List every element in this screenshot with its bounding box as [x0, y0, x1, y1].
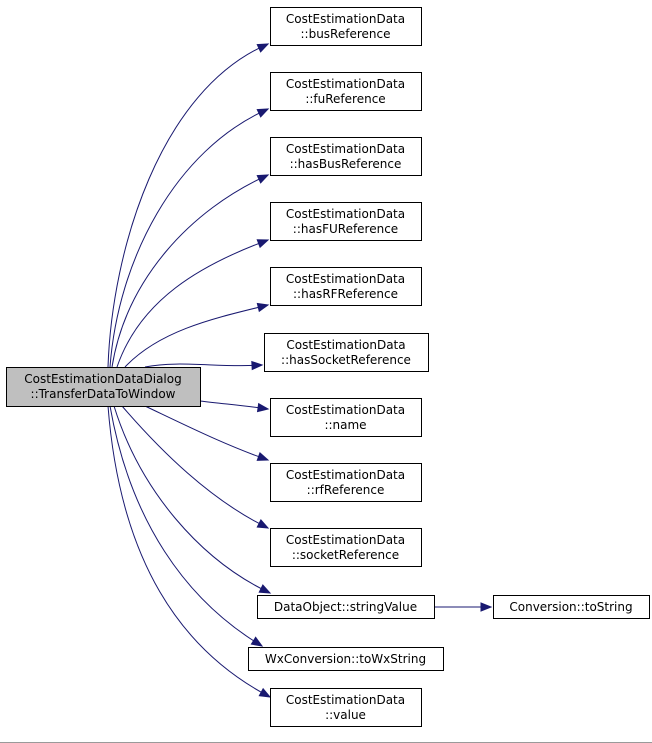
edge-to-fu-ref-arrowhead	[256, 108, 270, 118]
node-has-fu-ref-box	[270, 202, 422, 241]
edge-to-socket-ref-arrowhead	[256, 519, 270, 529]
node-to-string[interactable]: Conversion::toString	[493, 595, 650, 619]
node-has-socket-ref[interactable]: CostEstimationData::hasSocketReference	[264, 333, 429, 372]
node-to-wx-string-box	[248, 647, 444, 671]
edge-to-string-value-line	[113, 405, 271, 594]
edge-to-has-socket-ref-line	[144, 363, 263, 368]
edge-to-fu-ref	[109, 108, 270, 368]
node-string-value-label-1: DataObject::stringValue	[274, 600, 417, 614]
node-bus-ref-label-2: ::busReference	[301, 27, 391, 41]
edge-to-to-string	[434, 602, 493, 612]
node-name-label-1: CostEstimationData	[286, 403, 405, 417]
node-fu-ref-box	[270, 72, 422, 111]
node-value-box	[270, 688, 422, 727]
node-root-transfer-data-to-window[interactable]: CostEstimationDataDialog::TransferDataTo…	[6, 367, 201, 407]
edge-to-has-rf-ref-arrowhead	[256, 302, 270, 313]
edge-to-has-socket-ref	[144, 360, 264, 371]
node-has-socket-ref-box	[264, 333, 429, 372]
edge-to-to-wx-string	[109, 405, 264, 647]
node-value[interactable]: CostEstimationData::value	[270, 688, 422, 727]
edge-to-name	[199, 400, 270, 413]
edge-to-string-value	[113, 405, 272, 594]
edge-to-name-arrowhead	[256, 402, 270, 413]
node-fu-ref[interactable]: CostEstimationData::fuReference	[270, 72, 422, 111]
edge-to-has-socket-ref-arrowhead	[251, 360, 264, 371]
edge-to-socket-ref	[121, 405, 270, 529]
node-has-socket-ref-label-1: CostEstimationData	[286, 338, 405, 352]
node-to-string-box	[493, 595, 650, 619]
node-rf-ref-box	[270, 463, 422, 502]
edge-to-value	[107, 405, 272, 698]
node-name-box	[270, 398, 422, 437]
node-to-wx-string[interactable]: WxConversion::toWxString	[248, 647, 444, 671]
edge-to-has-fu-ref	[116, 239, 270, 368]
node-to-wx-string-label-1: WxConversion::toWxString	[265, 652, 426, 666]
node-name[interactable]: CostEstimationData::name	[270, 398, 422, 437]
node-bus-ref-box	[270, 7, 422, 46]
node-has-fu-ref-label-2: ::hasFUReference	[293, 222, 398, 236]
node-bus-ref[interactable]: CostEstimationData::busReference	[270, 7, 422, 46]
node-string-value[interactable]: DataObject::stringValue	[257, 595, 435, 619]
edge-to-socket-ref-line	[121, 405, 269, 529]
edge-to-bus-ref-line	[107, 43, 269, 368]
edge-to-rf-ref-line	[144, 405, 269, 461]
node-socket-ref-label-2: ::socketReference	[292, 548, 399, 562]
edge-to-value-line	[107, 405, 271, 698]
edge-to-string-value-arrowhead	[258, 584, 272, 594]
edge-to-has-rf-ref-line	[124, 304, 269, 368]
node-has-bus-ref-label-1: CostEstimationData	[286, 142, 405, 156]
node-name-label-2: ::name	[324, 418, 366, 432]
edge-to-rf-ref-arrowhead	[256, 451, 270, 461]
node-has-rf-ref-label-2: ::hasRFReference	[293, 287, 398, 301]
node-fu-ref-label-2: ::fuReference	[305, 92, 385, 106]
node-has-rf-ref-box	[270, 267, 422, 306]
edge-to-bus-ref	[107, 43, 270, 368]
call-edges	[107, 43, 493, 698]
node-has-bus-ref-label-2: ::hasBusReference	[290, 157, 402, 171]
node-has-socket-ref-label-2: ::hasSocketReference	[281, 353, 411, 367]
node-rf-ref[interactable]: CostEstimationData::rfReference	[270, 463, 422, 502]
node-root-transfer-data-to-window-label-2: ::TransferDataToWindow	[31, 387, 176, 401]
node-has-fu-ref[interactable]: CostEstimationData::hasFUReference	[270, 202, 422, 241]
node-has-fu-ref-label-1: CostEstimationData	[286, 207, 405, 221]
edge-to-has-fu-ref-arrowhead	[256, 239, 270, 249]
node-root-transfer-data-to-window-box	[6, 367, 201, 407]
node-value-label-1: CostEstimationData	[286, 693, 405, 707]
edge-to-to-wx-string-arrowhead	[250, 636, 264, 647]
node-has-rf-ref[interactable]: CostEstimationData::hasRFReference	[270, 267, 422, 306]
call-nodes: CostEstimationDataDialog::TransferDataTo…	[6, 7, 650, 727]
node-socket-ref[interactable]: CostEstimationData::socketReference	[270, 528, 422, 567]
edge-to-has-bus-ref-line	[111, 174, 269, 368]
edge-to-has-fu-ref-line	[116, 239, 269, 368]
node-socket-ref-label-1: CostEstimationData	[286, 533, 405, 547]
edge-to-bus-ref-arrowhead	[256, 43, 270, 53]
node-value-label-2: ::value	[325, 708, 366, 722]
edge-to-has-rf-ref	[124, 302, 270, 368]
node-socket-ref-box	[270, 528, 422, 567]
node-rf-ref-label-2: ::rfReference	[307, 483, 385, 497]
edge-to-to-string-arrowhead	[480, 602, 493, 612]
edge-to-fu-ref-line	[109, 108, 269, 368]
node-root-transfer-data-to-window-label-1: CostEstimationDataDialog	[24, 372, 181, 386]
node-has-bus-ref[interactable]: CostEstimationData::hasBusReference	[270, 137, 422, 176]
node-string-value-box	[257, 595, 435, 619]
node-bus-ref-label-1: CostEstimationData	[286, 12, 405, 26]
node-rf-ref-label-1: CostEstimationData	[286, 468, 405, 482]
edge-to-has-bus-ref	[111, 174, 270, 368]
edge-to-rf-ref	[144, 405, 270, 461]
edge-to-has-bus-ref-arrowhead	[256, 174, 270, 184]
node-to-string-label-1: Conversion::toString	[509, 600, 632, 614]
node-has-rf-ref-label-1: CostEstimationData	[286, 272, 405, 286]
node-has-bus-ref-box	[270, 137, 422, 176]
edge-to-value-arrowhead	[258, 687, 272, 698]
edge-to-to-wx-string-line	[109, 405, 263, 647]
node-fu-ref-label-1: CostEstimationData	[286, 77, 405, 91]
